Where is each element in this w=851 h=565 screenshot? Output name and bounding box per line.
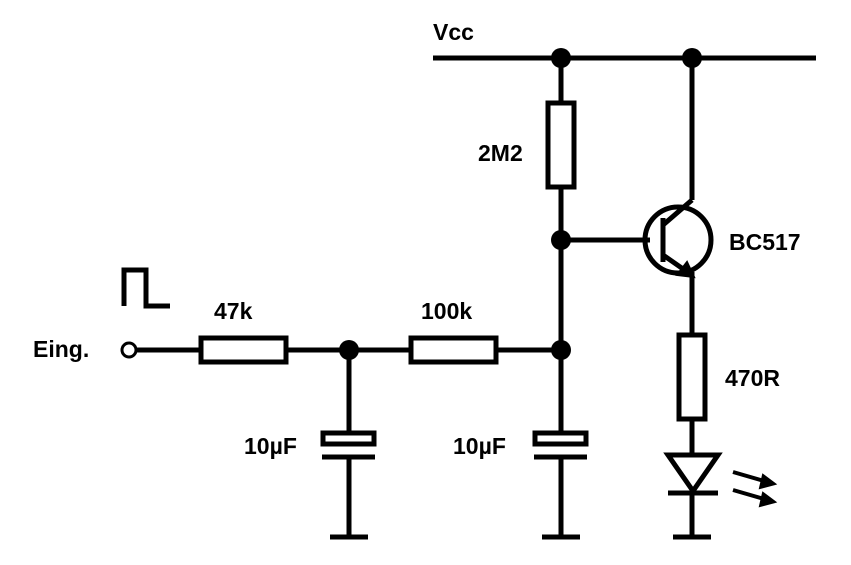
- transistor-label: BC517: [729, 229, 801, 255]
- transistor-bc517: [642, 198, 714, 279]
- resistor-100k: [408, 335, 499, 365]
- led-light-arrow-2: [732, 488, 765, 501]
- capacitor-right-plate-top: [532, 430, 589, 447]
- input-label: Eing.: [33, 336, 89, 362]
- led-arrowhead-1-icon: [758, 473, 778, 490]
- vcc-label: Vcc: [433, 19, 474, 45]
- led-arrowhead-2-icon: [758, 491, 778, 508]
- resistor-470r: [676, 332, 708, 422]
- resistor-47k: [198, 335, 289, 365]
- led-icon: [663, 452, 778, 508]
- input-terminal: [120, 341, 138, 359]
- capacitor-left-plate-top: [320, 430, 377, 447]
- junction-dot-middle: [339, 340, 359, 360]
- capacitor-left-label: 10µF: [244, 433, 297, 459]
- resistor-100k-label: 100k: [421, 298, 472, 324]
- capacitor-right-label: 10µF: [453, 433, 506, 459]
- resistor-2m2-label: 2M2: [478, 140, 523, 166]
- junction-dot-base: [551, 230, 571, 250]
- square-wave-icon: [121, 267, 170, 309]
- resistor-47k-label: 47k: [214, 298, 253, 324]
- led-triangle: [663, 452, 723, 496]
- junction-dot-vcc-left: [551, 48, 571, 68]
- transistor-collector: [661, 198, 694, 227]
- resistor-470r-label: 470R: [725, 365, 780, 391]
- resistor-2m2: [545, 100, 577, 190]
- junction-dot-right: [551, 340, 571, 360]
- junction-dot-vcc-right: [682, 48, 702, 68]
- led-light-arrow-1: [732, 470, 765, 483]
